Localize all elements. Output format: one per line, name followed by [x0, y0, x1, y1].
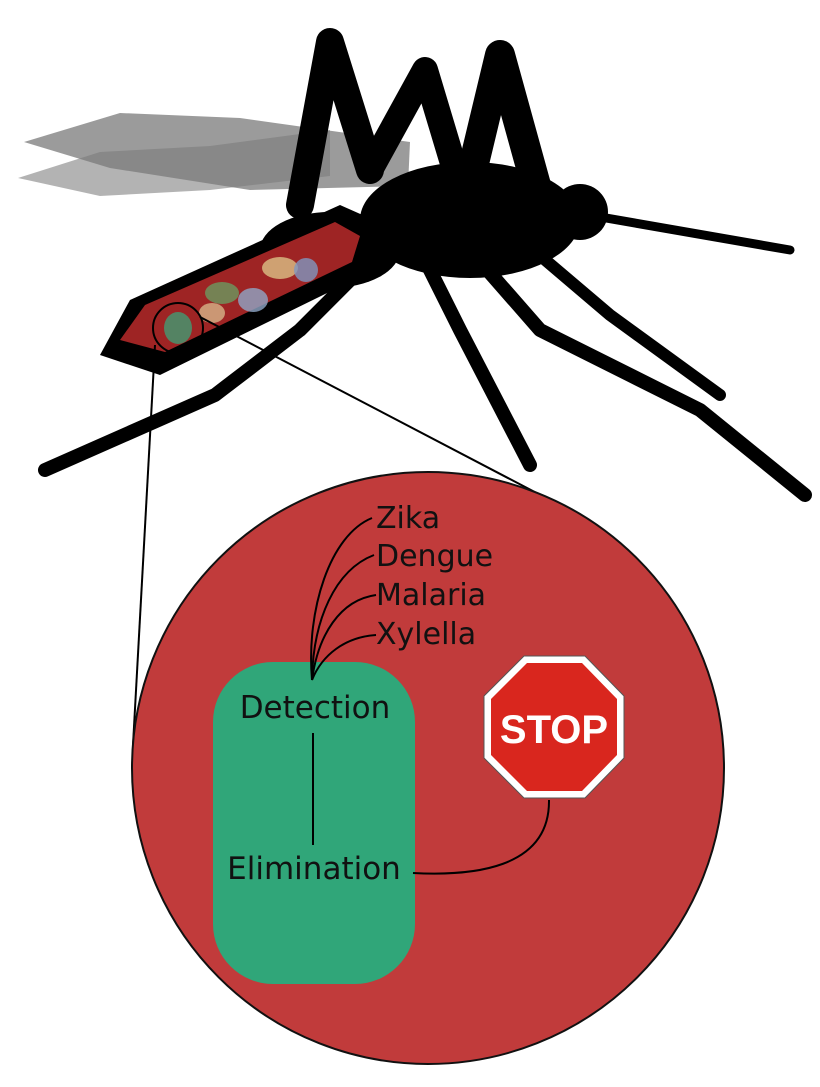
pathogen-label-zika: Zika: [376, 501, 440, 536]
pathogen-label-malaria: Malaria: [376, 578, 486, 613]
zoom-marker: [152, 302, 204, 354]
pathogen-cell: [164, 312, 192, 344]
pathogen-cell: [205, 282, 239, 304]
zoom-lines: [132, 316, 551, 746]
mosquito-abdomen: [100, 205, 385, 375]
pathogen-label-xylella: Xylella: [376, 617, 476, 652]
stop-label: STOP: [500, 708, 608, 752]
elimination-label: Elimination: [227, 851, 401, 887]
pathogen-cell: [294, 258, 318, 282]
detection-label: Detection: [240, 690, 391, 726]
pathogen-cell: [199, 303, 225, 323]
pathogen-cell: [238, 288, 268, 312]
pathogen-label-dengue: Dengue: [376, 539, 493, 574]
stop-sign: STOP: [483, 655, 625, 799]
mosquito-legs: [38, 28, 812, 502]
pathogen-connectors: [310, 517, 551, 875]
pathogen-cell: [262, 257, 298, 279]
